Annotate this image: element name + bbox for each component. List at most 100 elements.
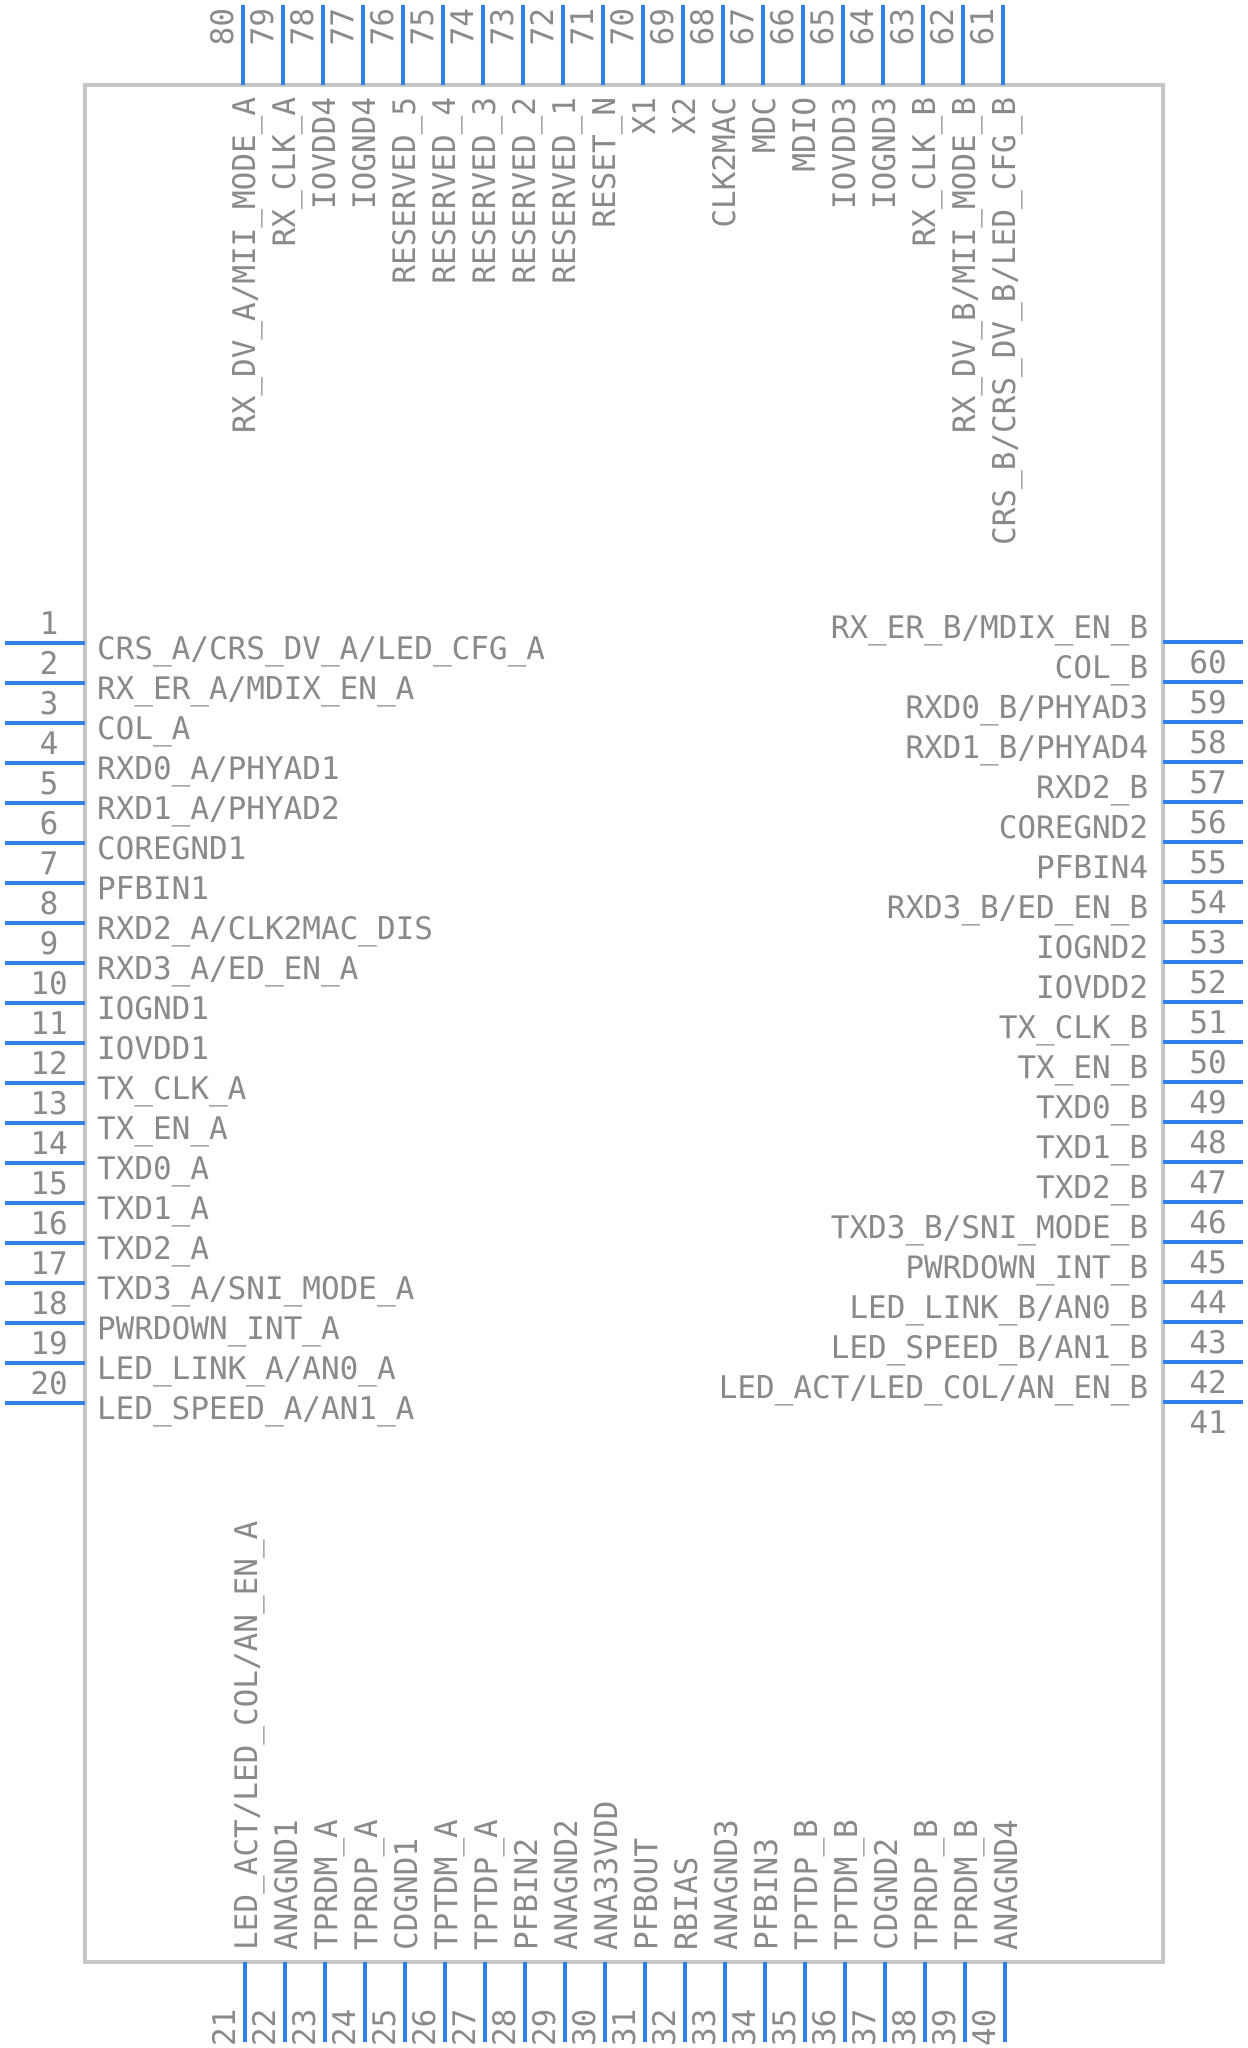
pin-23-number: 23 [287,2009,323,2046]
pin-39-label: TPRDM_B [949,1819,985,1950]
pin-46-label: TXD2_B [1036,1170,1148,1206]
pin-66-label: MDIO [787,97,823,172]
pin-50-number: 50 [1189,1045,1226,1081]
pin-26-number: 26 [407,2009,443,2046]
pin-58-number: 58 [1189,725,1226,761]
pin-17-label: TXD3_A/SNI_MODE_A [97,1271,415,1307]
pin-18-number: 18 [30,1286,67,1322]
pin-11-label: IOVDD1 [97,1031,209,1067]
pin-67-label: MDC [747,97,783,153]
pin-47-label: TXD1_B [1036,1130,1148,1166]
pin-45-number: 45 [1189,1245,1226,1281]
top-pin-group: 61CRS_B/CRS_DV_B/LED_CFG_B62RX_DV_B/MII_… [205,5,1023,545]
pin-70-number: 70 [605,8,641,45]
pin-79-number: 79 [245,8,281,45]
pin-30-number: 30 [567,2009,603,2046]
pin-68-label: CLK2MAC [707,97,743,228]
pin-60-number: 60 [1189,645,1226,681]
pin-64-number: 64 [845,8,881,45]
pin-42-number: 42 [1189,1365,1226,1401]
pin-4-label: RXD0_A/PHYAD1 [97,751,340,787]
pin-41-label: LED_ACT/LED_COL/AN_EN_B [719,1370,1148,1406]
pin-22-number: 22 [247,2009,283,2046]
pin-62-number: 62 [925,8,961,45]
pin-56-number: 56 [1189,805,1226,841]
pin-20-label: LED_SPEED_A/AN1_A [97,1391,415,1427]
pin-76-number: 76 [365,8,401,45]
pin-68-number: 68 [685,8,721,45]
pin-2-label: RX_ER_A/MDIX_EN_A [97,671,415,707]
pin-31-number: 31 [607,2009,643,2046]
pin-2-number: 2 [40,646,59,682]
pin-32-label: RBIAS [669,1857,705,1950]
pin-10-label: IOGND1 [97,991,209,1027]
pin-52-label: IOGND2 [1036,930,1148,966]
pin-71-number: 71 [565,8,601,45]
pin-47-number: 47 [1189,1165,1226,1201]
pin-45-label: TXD3_B/SNI_MODE_B [831,1210,1148,1246]
pin-11-number: 11 [30,1006,67,1042]
pin-79-label: RX_CLK_A [267,97,303,247]
pin-5-number: 5 [40,766,59,802]
pin-78-label: IOVDD4 [307,97,343,209]
pin-38-number: 38 [887,2009,923,2046]
pin-20-number: 20 [30,1366,67,1402]
pin-3-number: 3 [40,686,59,722]
component-body [83,83,1165,1964]
pin-67-number: 67 [725,8,761,45]
pin-75-number: 75 [405,8,441,45]
pin-19-number: 19 [30,1326,67,1362]
pin-72-label: RESERVED_1 [547,97,583,284]
pin-80-label: RX_DV_A/MII_MODE_A [227,97,263,433]
pin-44-label: PWRDOWN_INT_B [905,1250,1148,1286]
pin-1-label: CRS_A/CRS_DV_A/LED_CFG_A [97,631,545,667]
pin-19-label: LED_LINK_A/AN0_A [97,1351,396,1387]
pin-54-number: 54 [1189,885,1226,921]
pin-77-label: IOGND4 [347,97,383,209]
pin-44-number: 44 [1189,1285,1226,1321]
pin-34-number: 34 [727,2009,763,2046]
bottom-pin-group: 21LED_ACT/LED_COL/AN_EN_A22ANAGND123TPRD… [207,1520,1025,2046]
pin-30-label: ANA33VDD [589,1801,625,1950]
pin-64-label: IOGND3 [867,97,903,209]
pin-40-number: 40 [967,2009,1003,2046]
pin-56-label: RXD2_B [1036,770,1148,806]
pin-55-number: 55 [1189,845,1226,881]
pin-8-label: RXD2_A/CLK2MAC_DIS [97,911,433,947]
pin-14-label: TXD0_A [97,1151,209,1187]
pin-57-label: RXD1_B/PHYAD4 [905,730,1148,766]
pin-54-label: PFBIN4 [1036,850,1148,886]
pin-21-label: LED_ACT/LED_COL/AN_EN_A [229,1520,265,1950]
pin-7-label: PFBIN1 [97,871,209,907]
pin-18-label: PWRDOWN_INT_A [97,1311,340,1347]
pin-69-label: X2 [667,97,703,134]
pin-25-label: CDGND1 [389,1838,425,1950]
pin-52-number: 52 [1189,965,1226,1001]
pin-59-label: COL_B [1055,650,1148,686]
pin-75-label: RESERVED_4 [427,97,463,284]
pin-70-label: X1 [627,97,663,134]
pin-49-number: 49 [1189,1085,1226,1121]
pin-48-number: 48 [1189,1125,1226,1161]
pin-60-label: RX_ER_B/MDIX_EN_B [831,610,1148,646]
pin-49-label: TX_EN_B [1017,1050,1148,1086]
pin-23-label: TPRDM_A [309,1819,345,1950]
pin-50-label: TX_CLK_B [999,1010,1148,1046]
pin-58-label: RXD0_B/PHYAD3 [905,690,1148,726]
pin-32-number: 32 [647,2009,683,2046]
pin-53-label: RXD3_B/ED_EN_B [887,890,1148,926]
pin-22-label: ANAGND1 [269,1819,305,1950]
left-pin-group: 1CRS_A/CRS_DV_A/LED_CFG_A2RX_ER_A/MDIX_E… [5,606,545,1427]
pin-65-label: IOVDD3 [827,97,863,209]
pin-33-number: 33 [687,2009,723,2046]
pin-12-number: 12 [30,1046,67,1082]
pin-6-number: 6 [40,806,59,842]
pin-61-label: CRS_B/CRS_DV_B/LED_CFG_B [987,97,1023,545]
pin-35-label: TPTDP_B [789,1819,825,1950]
pin-16-number: 16 [30,1206,67,1242]
pin-37-number: 37 [847,2009,883,2046]
pin-5-label: RXD1_A/PHYAD2 [97,791,340,827]
pin-53-number: 53 [1189,925,1226,961]
